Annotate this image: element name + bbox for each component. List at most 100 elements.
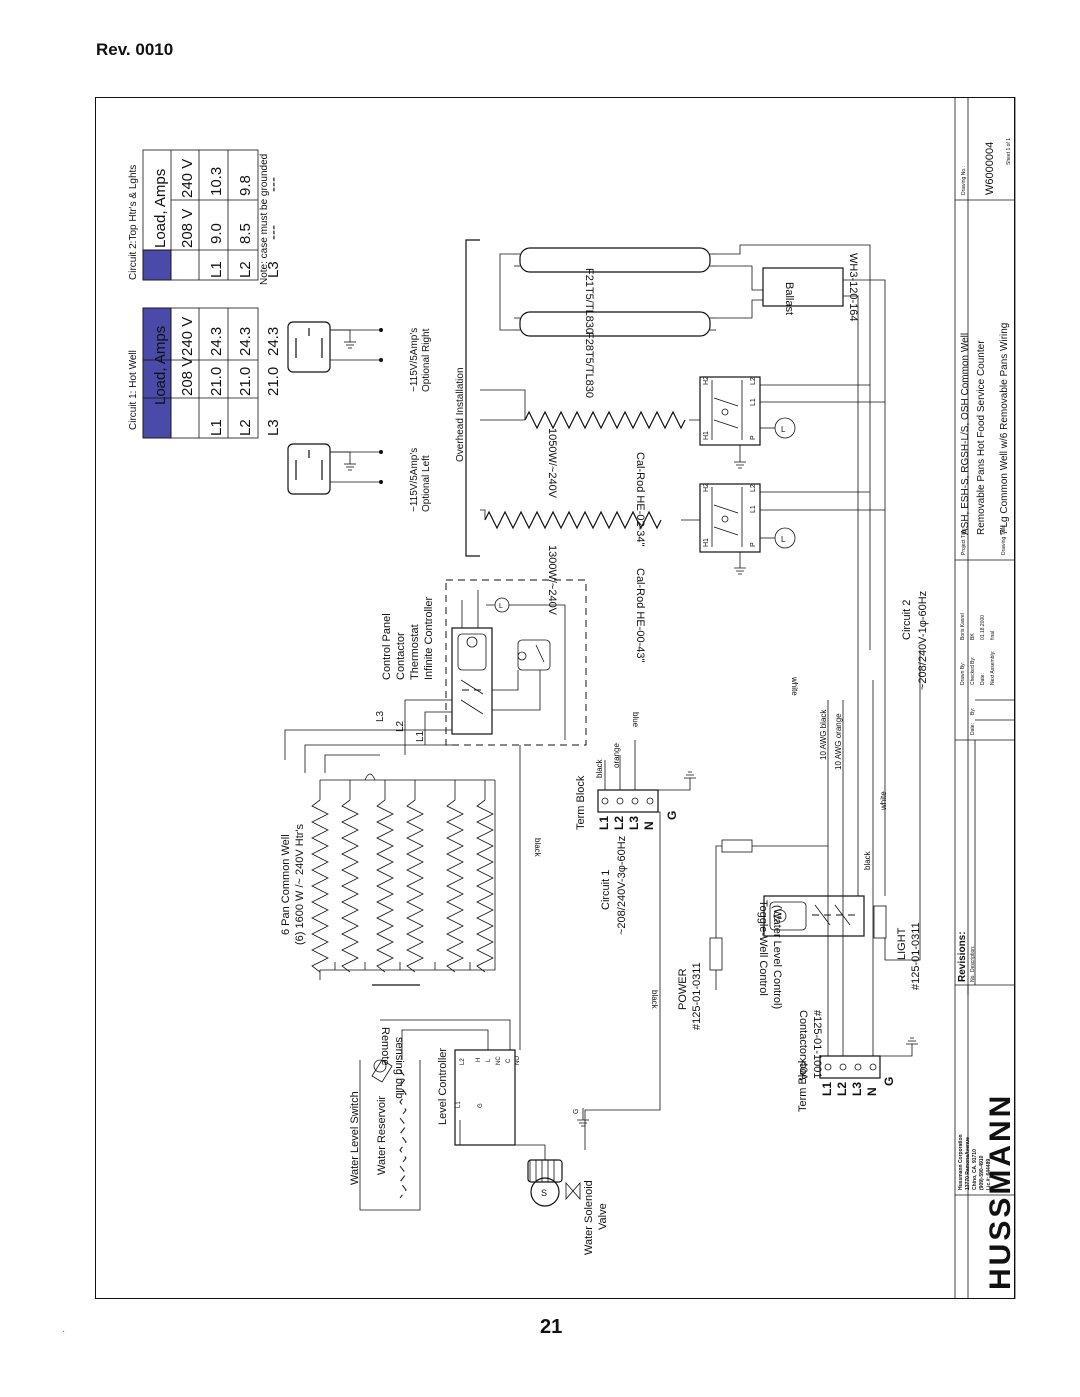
circuit2-label: Circuit 2 [901, 600, 913, 640]
circuit1-row3-line: L3 [265, 419, 282, 436]
thermostat-label: Thermostat [409, 624, 421, 680]
svg-text:L1: L1 [597, 816, 611, 830]
svg-text:P: P [750, 542, 757, 547]
svg-text:Next Assembly:: Next Assembly: [990, 651, 996, 685]
lamp-f28t5 [519, 311, 711, 337]
term-block-1-title: Term Block [575, 775, 587, 830]
control-panel-label: Control Panel [381, 613, 393, 680]
circuit2-row2-line: L2 [237, 261, 254, 278]
toggle-label: Toggle-Well Control [757, 900, 769, 996]
pan-heaters-rating: (6) 1600 W /~ 240V Htr's [294, 823, 306, 945]
circuit2-supply: ~208/240V-1φ-60Hz [917, 591, 929, 690]
project-title-line1: ASH, ESH-S, RGSH-L/S, OSH Common Well [960, 333, 971, 535]
circuit1-label: Circuit 1 [600, 870, 612, 910]
svg-text:Description:: Description: [970, 946, 976, 972]
circuit2-load-header: Load, Amps [152, 169, 169, 248]
water-level-controller: Level Controller L2 H L NC C NO L1 G G W… [349, 1019, 609, 1255]
grounding-note: Note: case must be grounded [259, 154, 270, 285]
ballast [762, 267, 844, 307]
circuit1-table-title: Circuit 1: Hot Well [128, 350, 139, 430]
circuit2-row1-240: 10.3 [208, 167, 225, 196]
circuit2-row3-line: L3 [265, 261, 282, 278]
circuit1-load-table: Circuit 1: Hot Well Load, Amps 208 V 240… [128, 307, 282, 439]
circuit1-supply: ~208/240V-3φ-60Hz [616, 836, 628, 935]
circuit1-row1-line: L1 [208, 419, 225, 436]
term-block-1: Term Block L1 L2 L3 N G black orange blu… [575, 712, 696, 935]
circuit2-row2-208: 8.5 [237, 223, 254, 244]
drawing-title: 7'Lg Common Well w/6 Removable Pans Wiri… [999, 323, 1010, 535]
svg-text:By:: By: [970, 708, 976, 715]
svg-text:13770 RamonaAvenue: 13770 RamonaAvenue [965, 1137, 971, 1190]
svg-text:P: P [750, 435, 757, 440]
svg-text:L2: L2 [750, 484, 757, 492]
outlet-optional-right: ~115V/5Amp's Optional Right [287, 321, 432, 392]
control-panel: Control Panel Contactor Thermostat Infin… [284, 579, 587, 773]
cal-rod-1050w [524, 410, 686, 430]
svg-text:L2: L2 [612, 816, 626, 830]
svg-text:white: white [790, 676, 799, 696]
cal-rod-1300w [484, 510, 662, 530]
line-L2: L2 [395, 720, 406, 732]
svg-text:G: G [478, 1103, 484, 1108]
outlet-optional-left: ~115V/5Amp's Optional Left [287, 443, 432, 512]
circuit2-row3-240: --- [265, 177, 282, 192]
svg-text:black: black [863, 850, 872, 870]
svg-text:H2: H2 [703, 376, 710, 385]
svg-text:Date:: Date: [970, 723, 976, 735]
hussmann-logo: HUSSMANN [984, 1093, 1017, 1290]
svg-text:H2: H2 [703, 483, 710, 492]
svg-text:10 AWG orange: 10 AWG orange [834, 713, 843, 770]
svg-text:white: white [879, 791, 888, 811]
svg-text:S: S [541, 1188, 547, 1198]
title-block: HUSSMANN Hussmann Corporation 13770 Ramo… [954, 97, 1017, 1299]
svg-text:L2: L2 [835, 1082, 849, 1096]
rod1-rating: 1050W/~240V [546, 428, 558, 499]
drawing-number: W6000004 [984, 142, 996, 195]
svg-text:10 AWG black: 10 AWG black [819, 709, 828, 760]
term-block-2-title: Term Block [797, 1057, 809, 1112]
circuit2-row2-240: 9.8 [237, 175, 254, 196]
svg-text:Chino, CA. 91710: Chino, CA. 91710 [972, 1149, 978, 1190]
line-L1: L1 [415, 730, 426, 742]
ballast-label: Ballast [783, 282, 795, 315]
toggle-switch [721, 839, 753, 853]
svg-text:H1: H1 [703, 538, 710, 547]
rod2-model: Cal-Rod HE-00-43" [634, 568, 646, 662]
overhead-installation: Overhead Installation F21T5/TL830 F28T5/… [455, 239, 886, 680]
svg-text:Boris Kasrel: Boris Kasrel [960, 613, 966, 640]
circuit1-row3-208: 21.0 [265, 367, 282, 396]
svg-text:N: N [642, 821, 656, 830]
svg-text:H: H [476, 1058, 482, 1062]
circuit1-load-header: Load, Amps [152, 326, 169, 405]
svg-text:NO: NO [515, 1056, 521, 1065]
svg-text:L1: L1 [456, 1101, 462, 1108]
svg-text:Drawn By:: Drawn By: [960, 662, 966, 685]
infinite-controller-2: L H2 L2 L1 H1 P [699, 483, 796, 575]
circuit1-row2-line: L2 [237, 419, 254, 436]
project-title-line2: Removable Pans Hot Food Service Counter [976, 340, 987, 535]
svg-text:H1: H1 [703, 431, 710, 440]
lamp1-label: F21T5/TL830 [583, 268, 595, 334]
circuit2-load-table: Circuit 2:Top Htr's & Lghts Load, Amps 2… [128, 149, 282, 285]
svg-text:orange: orange [612, 743, 621, 768]
valve-label: Valve [597, 1203, 609, 1230]
circuit2-row1-line: L1 [208, 261, 225, 278]
circuit2-240-header: 240 V [179, 159, 196, 198]
contactor [451, 627, 493, 735]
power-label: POWER [677, 968, 689, 1010]
svg-text:No.: No. [970, 974, 976, 982]
svg-text:S: S [777, 914, 782, 921]
stray-mark: · [62, 1326, 66, 1337]
svg-text:black: black [650, 990, 659, 1010]
revision-label: Rev. 0010 [96, 40, 174, 59]
water-level-switch-label: Water Level Switch [349, 1091, 361, 1185]
svg-text:G: G [573, 1109, 580, 1114]
light-part: #125-01-0311 [910, 922, 922, 990]
svg-text:L: L [499, 603, 503, 610]
svg-text:N: N [865, 1087, 879, 1096]
svg-text:L2: L2 [460, 1058, 466, 1065]
svg-text:(909)-590-4910: (909)-590-4910 [979, 1155, 985, 1190]
opt-right-label: Optional Right [421, 328, 432, 392]
lamp2-label: F28T5/TL830 [583, 332, 595, 398]
svg-text:L3: L3 [850, 1082, 864, 1096]
